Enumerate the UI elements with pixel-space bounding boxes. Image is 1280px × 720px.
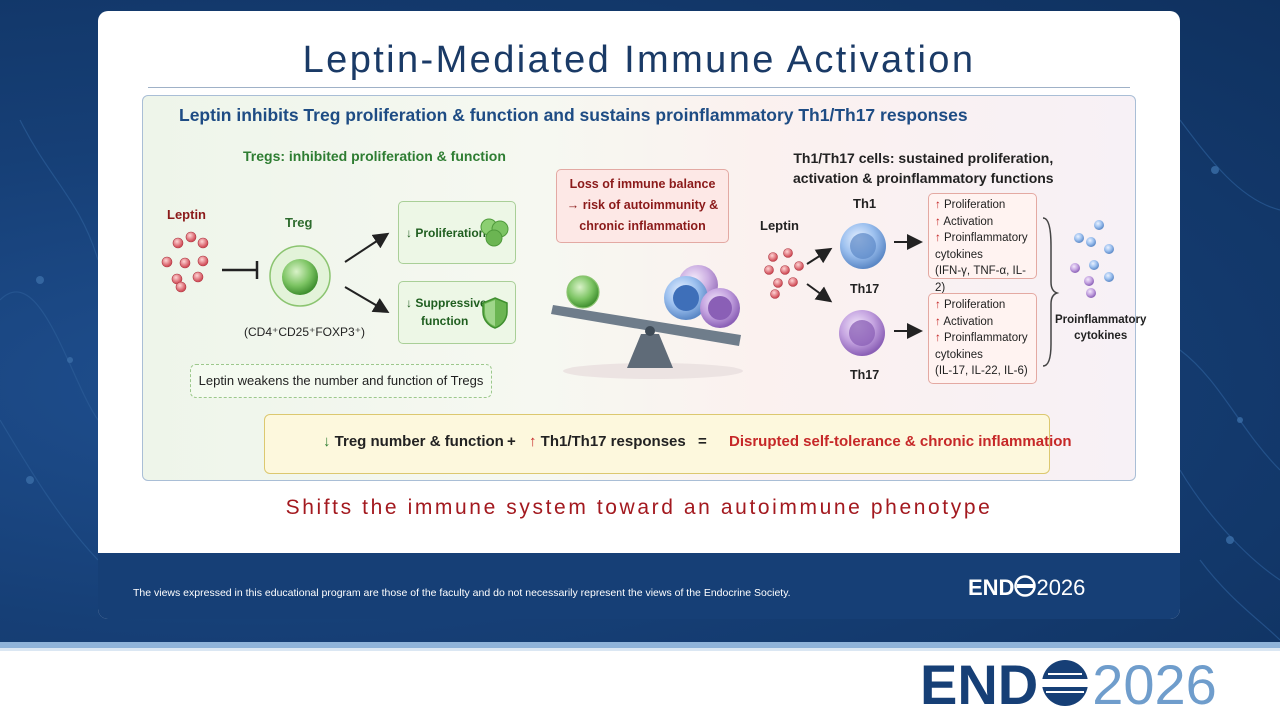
suppressive-box: ↓ Suppressive function (398, 281, 516, 344)
th1-effect-text: Proliferation (943, 199, 1006, 211)
background-network-art (0, 119, 1280, 641)
leptin-molecules-right (764, 248, 804, 299)
up-arrow-icon: ↑ (529, 433, 537, 450)
equation-th-text: Th1/Th17 responses (540, 433, 686, 450)
up-arrow-icon: ↑ (935, 199, 941, 211)
globe-icon (1042, 660, 1089, 706)
balance-line3: chronic inflammation (579, 219, 706, 233)
arrow-to-th17 (806, 283, 833, 303)
th17-label: Th17 (850, 282, 880, 296)
footer-stripe-light (0, 648, 1280, 651)
arrow-to-proliferation (344, 232, 390, 263)
slide-subtitle: Shifts the immune system toward an autoi… (285, 496, 993, 519)
th17-label-below: Th17 (850, 368, 880, 382)
logo-strong-text: END (968, 575, 1015, 600)
figure-heading: Leptin inhibits Treg proliferation & fun… (179, 105, 968, 125)
th17-effect-text: Activation (943, 315, 994, 328)
th17-cytokine-list: (IL-17, IL-22, IL-6) (935, 365, 1028, 378)
th1-label: Th1 (853, 196, 877, 211)
th1-cytokine-list: (IFN-γ, TNF-α, IL-2) (935, 265, 1026, 294)
diagram-graphics (161, 217, 1114, 379)
th1-effect: ↑ Activation (935, 214, 1030, 231)
th-heading-line1: Th1/Th17 cells: sustained proliferation, (793, 150, 1054, 166)
suppressive-label-line2: function (421, 314, 469, 328)
equation-treg-text: Treg number & function (334, 433, 504, 450)
treg-cluster-icon (480, 218, 509, 247)
up-arrow-icon: ↑ (935, 315, 941, 328)
equation-treg: ↓ Treg number & function (323, 433, 504, 450)
th17-effect: ↑ Proinflammatory (935, 330, 1030, 347)
leptin-label-left: Leptin (167, 207, 206, 222)
up-arrow-icon: ↑ (935, 215, 941, 228)
figure-panel: Leptin inhibits Treg proliferation & fun… (142, 95, 1146, 481)
leptin-label-right: Leptin (760, 218, 799, 233)
cytokine-dots (1070, 220, 1114, 298)
slide-footer: The views expressed in this educational … (98, 553, 1180, 619)
treg-label: Treg (285, 215, 313, 230)
tregs-heading: Tregs: inhibited proliferation & functio… (243, 148, 506, 164)
equation-box: ↓ Treg number & function + ↑ Th1/Th17 re… (264, 414, 1072, 474)
up-arrow-icon: ↑ (935, 232, 941, 245)
th17-effect-cont: cytokines (935, 348, 983, 361)
th1-effects-box: ↑ Proliferation ↑ Activation ↑ Proinflam… (928, 193, 1037, 294)
proliferation-box: ↓ Proliferation (398, 201, 516, 264)
th1-effect-text: Activation (943, 215, 994, 228)
logo-strong-text: END (920, 653, 1039, 716)
th-heading-line2: activation & proinflammatory functions (793, 170, 1054, 186)
logo-light-text: 2026 (1036, 575, 1086, 600)
th1-effect: ↑ Proinflammatory (935, 230, 1030, 247)
balance-line2: → risk of autoimmunity & (566, 198, 719, 212)
balance-line1: Loss of immune balance (569, 177, 716, 191)
disclaimer: The views expressed in this educational … (133, 587, 791, 599)
cytokines-line1: Proinflammatory (1055, 314, 1147, 326)
th17-effect: ↑ Proliferation (935, 297, 1030, 314)
cytokine-brace (1042, 217, 1060, 367)
title-divider (148, 87, 1130, 88)
equation-result: Disrupted self-tolerance & chronic infla… (729, 433, 1072, 450)
balance-scale (551, 265, 743, 379)
th1-effect-cont: cytokines (935, 248, 983, 261)
th17-effects-box: ↑ Proliferation ↑ Activation ↑ Proinflam… (928, 293, 1037, 384)
th1-effect: ↑ Proliferation (935, 197, 1030, 214)
suppressive-label-line1: ↓ Suppressive (406, 296, 487, 310)
slide-card: Leptin-Mediated Immune Activation Leptin… (98, 11, 1180, 619)
up-arrow-icon: ↑ (935, 332, 941, 345)
equation-plus: + (507, 433, 516, 450)
arrow-to-th1 (806, 247, 833, 265)
globe-icon (1014, 575, 1037, 597)
footer-stripe (0, 642, 1280, 648)
treg-markers: (CD4⁺CD25⁺FOXP3⁺) (244, 325, 366, 339)
endo-logo-large: END 2026 (920, 656, 1217, 714)
th17-effect-text: Proinflammatory (943, 332, 1028, 345)
slide-title: Leptin-Mediated Immune Activation (302, 39, 976, 81)
th17-cell (839, 310, 885, 356)
equation-th: ↑ Th1/Th17 responses (529, 433, 686, 450)
logo-light-text: 2026 (1092, 653, 1217, 716)
proinflammatory-cytokines-label: Proinflammatory cytokines (1055, 312, 1146, 344)
th1-cell (840, 223, 886, 269)
shield-icon (482, 297, 508, 329)
down-arrow-icon: ↓ (323, 433, 331, 450)
th-heading: Th1/Th17 cells: sustained proliferation,… (793, 148, 1054, 188)
inhibition-arrow (222, 261, 259, 279)
th17-effect: ↑ Activation (935, 314, 1030, 331)
arrow-to-suppressive (344, 286, 390, 314)
treg-summary-box: Leptin weakens the number and function o… (190, 364, 492, 398)
equation-equals: = (698, 433, 707, 450)
leptin-molecules-left (161, 231, 209, 293)
th17-effect-text: Proliferation (943, 299, 1006, 311)
up-arrow-icon: ↑ (935, 299, 941, 311)
treg-cell (269, 245, 331, 307)
immune-balance-box: Loss of immune balance → risk of autoimm… (556, 169, 729, 243)
th1-effect-text: Proinflammatory (943, 232, 1028, 245)
proliferation-label: ↓ Proliferation (406, 226, 487, 240)
cytokines-line2: cytokines (1074, 330, 1128, 342)
endo-logo-small: END 2026 (968, 575, 1085, 601)
